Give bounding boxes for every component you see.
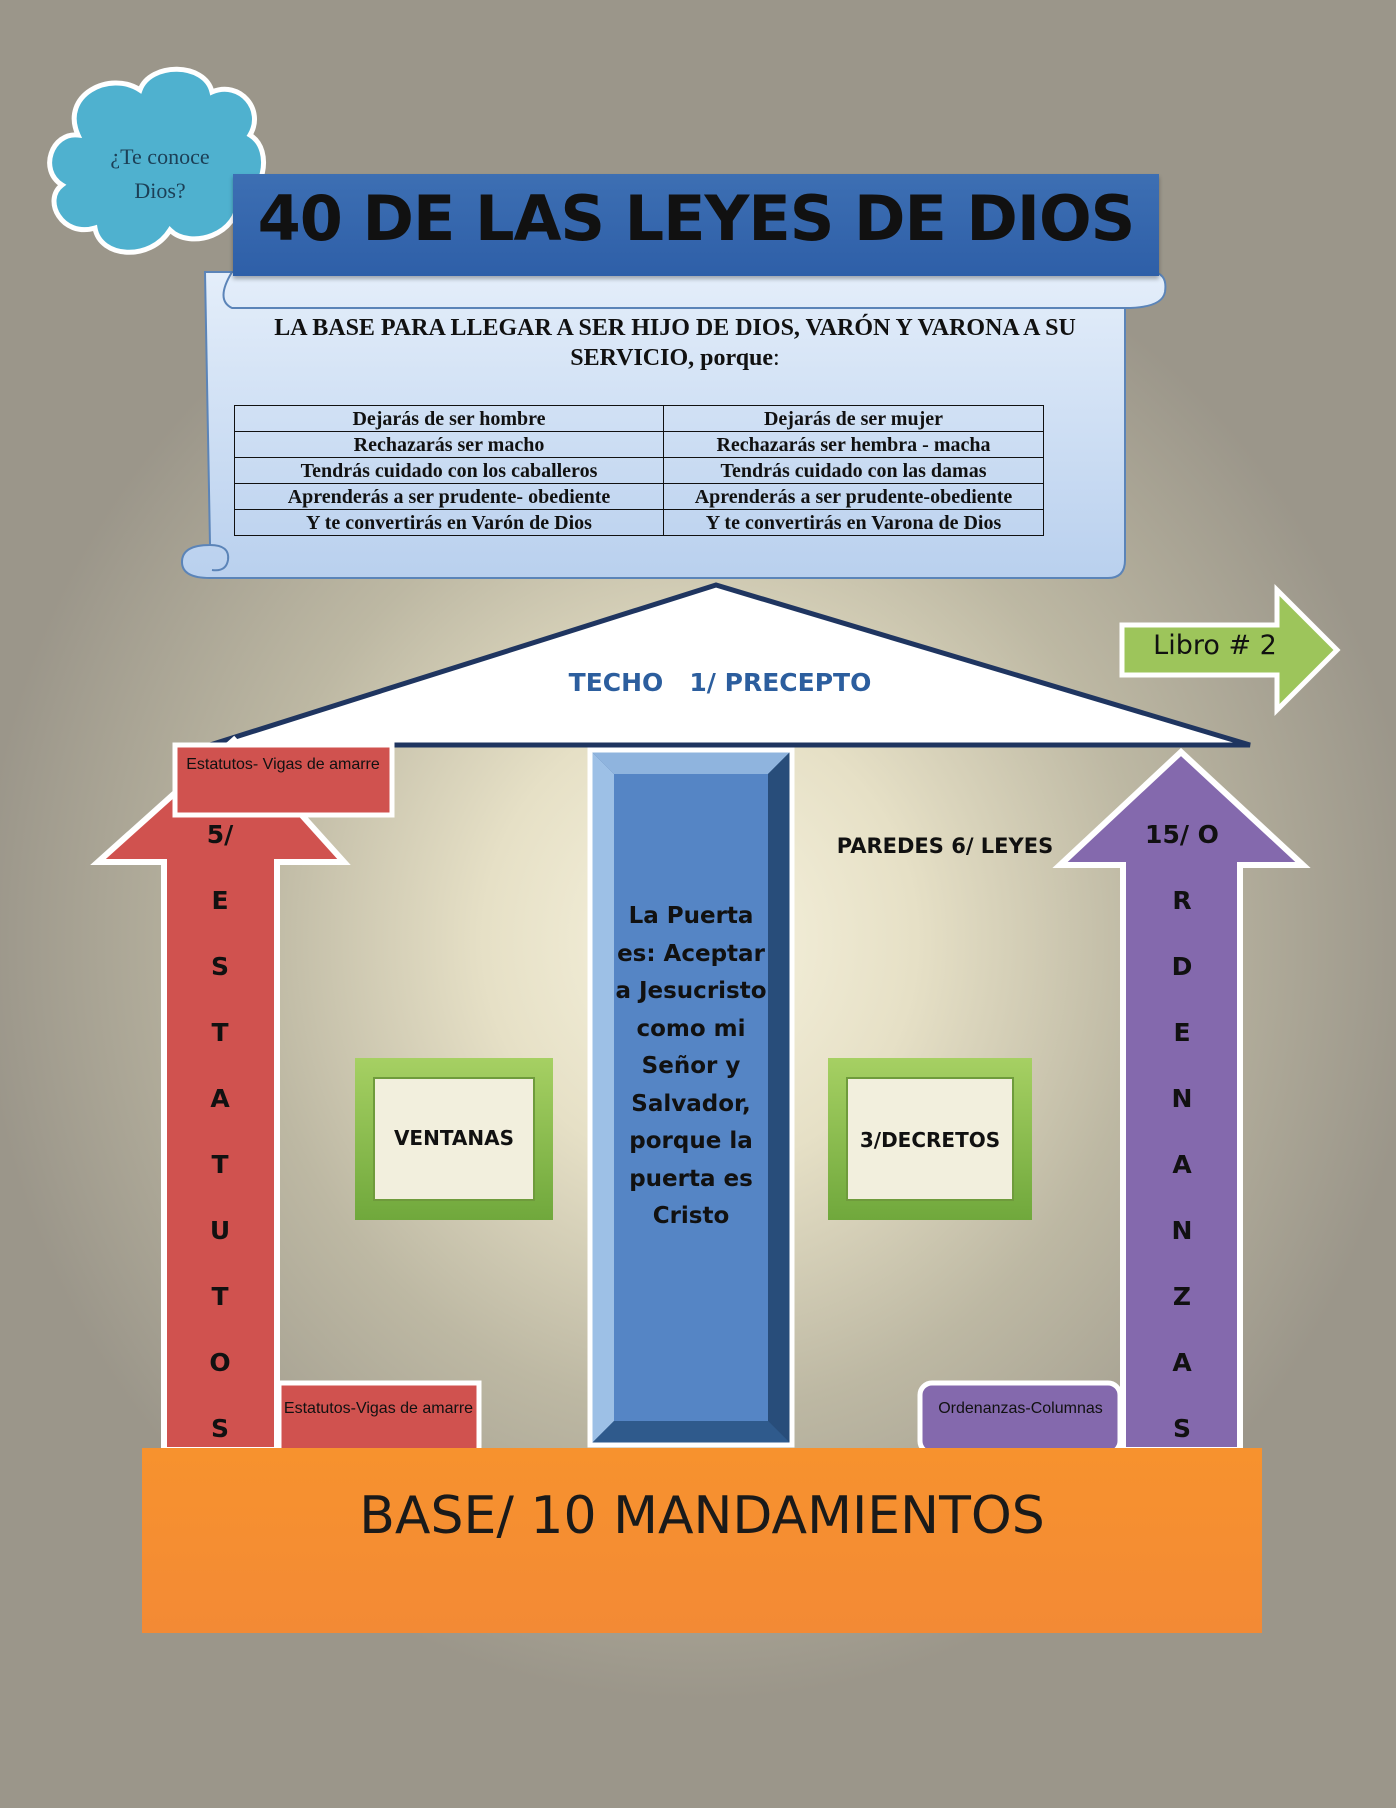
table-row: Tendrás cuidado con los caballeros Tendr… bbox=[234, 457, 1044, 484]
window-left-label: VENTANAS bbox=[393, 1126, 515, 1150]
door-text: La Puerta es: Aceptar a Jesucristo como … bbox=[615, 903, 767, 1229]
cloud-line-1: ¿Te conoce bbox=[110, 144, 210, 169]
base-shape bbox=[142, 1448, 1262, 1633]
ordenanzas-letter: A bbox=[1172, 1348, 1192, 1377]
ordenanzas-letter: Z bbox=[1172, 1282, 1192, 1311]
table-row: Dejarás de ser hombre Dejarás de ser muj… bbox=[234, 405, 1044, 432]
estatutos-letter: T bbox=[211, 1282, 229, 1311]
roof-label: TECHO 1/ PRECEPTO bbox=[568, 668, 872, 697]
ordenanzas-letter: N bbox=[1171, 1216, 1193, 1245]
ordenanzas-letter: E bbox=[1173, 1018, 1191, 1047]
walls-label: PAREDES 6/ LEYES bbox=[836, 834, 1054, 858]
estatutos-letter: T bbox=[211, 1018, 229, 1047]
subtitle-bold: LA BASE PARA LLEGAR A SER HIJO DE DIOS, … bbox=[274, 315, 1076, 371]
window-left-shape bbox=[355, 1058, 553, 1220]
table-row: Rechazarás ser macho Rechazarás ser hemb… bbox=[234, 431, 1044, 458]
ordenanzas-letter: A bbox=[1172, 1150, 1192, 1179]
table-cell: Rechazarás ser hembra - macha bbox=[663, 431, 1044, 458]
estatutos-letter: S bbox=[210, 952, 229, 981]
page-title: 40 DE LAS LEYES DE DIOS bbox=[257, 182, 1136, 255]
estatutos-bottom-label: Estatutos-Vigas de amarre bbox=[283, 1400, 474, 1417]
estatutos-letter: E bbox=[211, 886, 229, 915]
title-banner bbox=[233, 174, 1159, 276]
table-cell: Tendrás cuidado con las damas bbox=[663, 457, 1044, 484]
table-cell: Aprenderás a ser prudente-obediente bbox=[663, 483, 1044, 510]
roof-triangle bbox=[209, 582, 1251, 748]
libro-label[interactable]: Libro # 2 bbox=[1153, 630, 1277, 661]
table-cell: Rechazarás ser macho bbox=[234, 431, 664, 458]
estatutos-letter: O bbox=[209, 1348, 231, 1377]
ordenanzas-letter: D bbox=[1171, 952, 1193, 981]
subtitle-colon: : bbox=[773, 345, 780, 371]
table-row: Aprenderás a ser prudente- obediente Apr… bbox=[234, 483, 1044, 510]
estatutos-number: 5/ bbox=[206, 820, 234, 849]
cloud-text: ¿Te conoce Dios? bbox=[80, 140, 240, 208]
table-cell: Tendrás cuidado con los caballeros bbox=[234, 457, 664, 484]
subtitle: LA BASE PARA LLEGAR A SER HIJO DE DIOS, … bbox=[230, 313, 1120, 373]
ordenanzas-letter: N bbox=[1171, 1084, 1193, 1113]
window-right-shape bbox=[828, 1058, 1032, 1220]
base-label: BASE/ 10 MANDAMIENTOS bbox=[359, 1486, 1045, 1546]
ordenanzas-bottom-label: Ordenanzas-Columnas bbox=[938, 1400, 1103, 1417]
ordenanzas-letter: R bbox=[1172, 886, 1192, 915]
table-cell: Dejarás de ser hombre bbox=[234, 405, 664, 432]
table-cell: Dejarás de ser mujer bbox=[663, 405, 1044, 432]
ordenanzas-letter: S bbox=[1172, 1414, 1191, 1443]
right-arrow-shape bbox=[1052, 747, 1311, 1453]
table-row: Y te convertirás en Varón de Dios Y te c… bbox=[234, 509, 1044, 536]
estatutos-top-box bbox=[172, 742, 395, 818]
estatutos-letter: U bbox=[209, 1216, 231, 1245]
table-cell: Y te convertirás en Varón de Dios bbox=[234, 509, 664, 536]
table-cell: Y te convertirás en Varona de Dios bbox=[663, 509, 1044, 536]
estatutos-letter: T bbox=[211, 1150, 229, 1179]
cloud-line-2: Dios? bbox=[134, 178, 186, 203]
door-shape bbox=[587, 747, 795, 1448]
estatutos-letter: A bbox=[210, 1084, 230, 1113]
table-cell: Aprenderás a ser prudente- obediente bbox=[234, 483, 664, 510]
laws-table: Dejarás de ser hombre Dejarás de ser muj… bbox=[234, 405, 1044, 536]
libro-arrow-shape bbox=[1119, 583, 1341, 717]
window-right-label: 3/DECRETOS bbox=[859, 1128, 1001, 1152]
estatutos-top-label: Estatutos- Vigas de amarre bbox=[186, 756, 380, 773]
estatutos-letter: S bbox=[210, 1414, 229, 1443]
ordenanzas-number: 15/ O bbox=[1145, 820, 1219, 849]
